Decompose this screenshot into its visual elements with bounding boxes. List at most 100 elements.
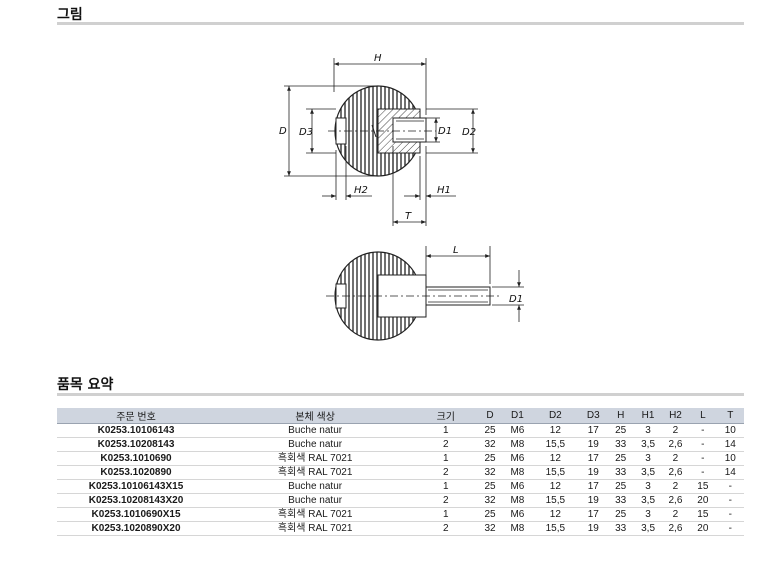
cell-body-color: Buche natur [215, 423, 416, 438]
col-H1: H1 [634, 408, 662, 424]
cell-D1: M6 [503, 507, 532, 522]
cell-D2: 12 [531, 507, 580, 522]
cell-order-number: K0253.1010690X15 [57, 507, 216, 522]
cell-D2: 15,5 [531, 493, 580, 508]
dim-label-D1: D1 [438, 126, 452, 137]
cell-order-number: K0253.1010690 [57, 451, 216, 466]
cell-H1: 3 [634, 479, 662, 494]
cell-H: 33 [606, 437, 635, 452]
product-summary-table: 주문 번호 본체 색상 크기 D D1 D2 D3 H H1 H2 L T K0… [57, 408, 744, 536]
cell-D1: M8 [503, 465, 532, 480]
drawing-section-title: 그림 [57, 7, 83, 23]
cell-D: 25 [476, 507, 504, 522]
cell-H: 33 [606, 493, 635, 508]
cell-L: 15 [689, 507, 717, 522]
cell-H: 33 [606, 465, 635, 480]
cell-H: 33 [606, 521, 635, 536]
cell-H2: 2,6 [661, 493, 690, 508]
cell-H1: 3 [634, 451, 662, 466]
cell-T: - [716, 479, 744, 494]
cell-order-number: K0253.1020890X20 [57, 521, 216, 536]
cell-D2: 15,5 [531, 465, 580, 480]
cell-H1: 3,5 [634, 521, 662, 536]
cell-H1: 3,5 [634, 437, 662, 452]
cell-D1: M8 [503, 521, 532, 536]
cell-size: 2 [415, 465, 477, 480]
dim-label-L: L [453, 245, 459, 256]
cell-L: - [689, 465, 717, 480]
cell-D1: M8 [503, 493, 532, 508]
col-D1: D1 [503, 408, 532, 424]
cell-T: 14 [716, 465, 744, 480]
cell-D: 32 [476, 521, 504, 536]
cell-D1: M8 [503, 437, 532, 452]
cell-D3: 17 [579, 451, 607, 466]
col-size: 크기 [415, 408, 477, 424]
cell-order-number: K0253.10208143X20 [57, 493, 216, 508]
cell-L: 20 [689, 521, 717, 536]
cell-body-color: 흑회색 RAL 7021 [215, 521, 416, 536]
col-H2: H2 [661, 408, 690, 424]
col-D2: D2 [531, 408, 580, 424]
cell-size: 1 [415, 479, 477, 494]
drawing-section-rule [57, 22, 744, 25]
cell-body-color: 흑회색 RAL 7021 [215, 507, 416, 522]
cell-H2: 2 [661, 451, 690, 466]
cell-H2: 2 [661, 423, 690, 438]
cell-D: 25 [476, 423, 504, 438]
cell-size: 2 [415, 521, 477, 536]
dim-label-H: H [374, 53, 382, 64]
cell-T: 10 [716, 451, 744, 466]
cell-T: 10 [716, 423, 744, 438]
cell-H1: 3,5 [634, 493, 662, 508]
dim-label-D: D [279, 126, 287, 137]
cell-D3: 19 [579, 437, 607, 452]
dim-label-H2: H2 [354, 185, 368, 196]
knob-section-view [284, 58, 478, 226]
cell-L: - [689, 451, 717, 466]
cell-body-color: Buche natur [215, 479, 416, 494]
cell-order-number: K0253.10208143 [57, 437, 216, 452]
cell-D3: 17 [579, 507, 607, 522]
dim-label-D1-bolt: D1 [509, 294, 523, 305]
cell-D: 25 [476, 451, 504, 466]
cell-D2: 15,5 [531, 437, 580, 452]
cell-H2: 2 [661, 479, 690, 494]
summary-section-rule [57, 393, 744, 396]
technical-drawing: H D D3 D1 D2 H2 H1 T L D1 [279, 53, 524, 341]
cell-T: - [716, 493, 744, 508]
cell-D2: 12 [531, 479, 580, 494]
cell-order-number: K0253.10106143X15 [57, 479, 216, 494]
cell-H1: 3 [634, 423, 662, 438]
cell-D: 32 [476, 437, 504, 452]
cell-H2: 2 [661, 507, 690, 522]
cell-order-number: K0253.10106143 [57, 423, 216, 438]
dim-label-H1: H1 [437, 185, 451, 196]
cell-D1: M6 [503, 423, 532, 438]
cell-D1: M6 [503, 479, 532, 494]
cell-D3: 19 [579, 521, 607, 536]
dim-label-T: T [405, 211, 412, 222]
summary-section-title: 품목 요약 [57, 377, 114, 393]
cell-H2: 2,6 [661, 521, 690, 536]
cell-T: - [716, 521, 744, 536]
cell-D2: 12 [531, 423, 580, 438]
cell-L: - [689, 437, 717, 452]
cell-H: 25 [606, 451, 635, 466]
knob-stud-view [326, 246, 524, 341]
col-order-number: 주문 번호 [57, 408, 216, 424]
cell-size: 2 [415, 437, 477, 452]
cell-H2: 2,6 [661, 465, 690, 480]
cell-D1: M6 [503, 451, 532, 466]
cell-H: 25 [606, 479, 635, 494]
cell-L: 20 [689, 493, 717, 508]
cell-L: - [689, 423, 717, 438]
col-D3: D3 [579, 408, 607, 424]
col-body-color: 본체 색상 [215, 408, 416, 424]
